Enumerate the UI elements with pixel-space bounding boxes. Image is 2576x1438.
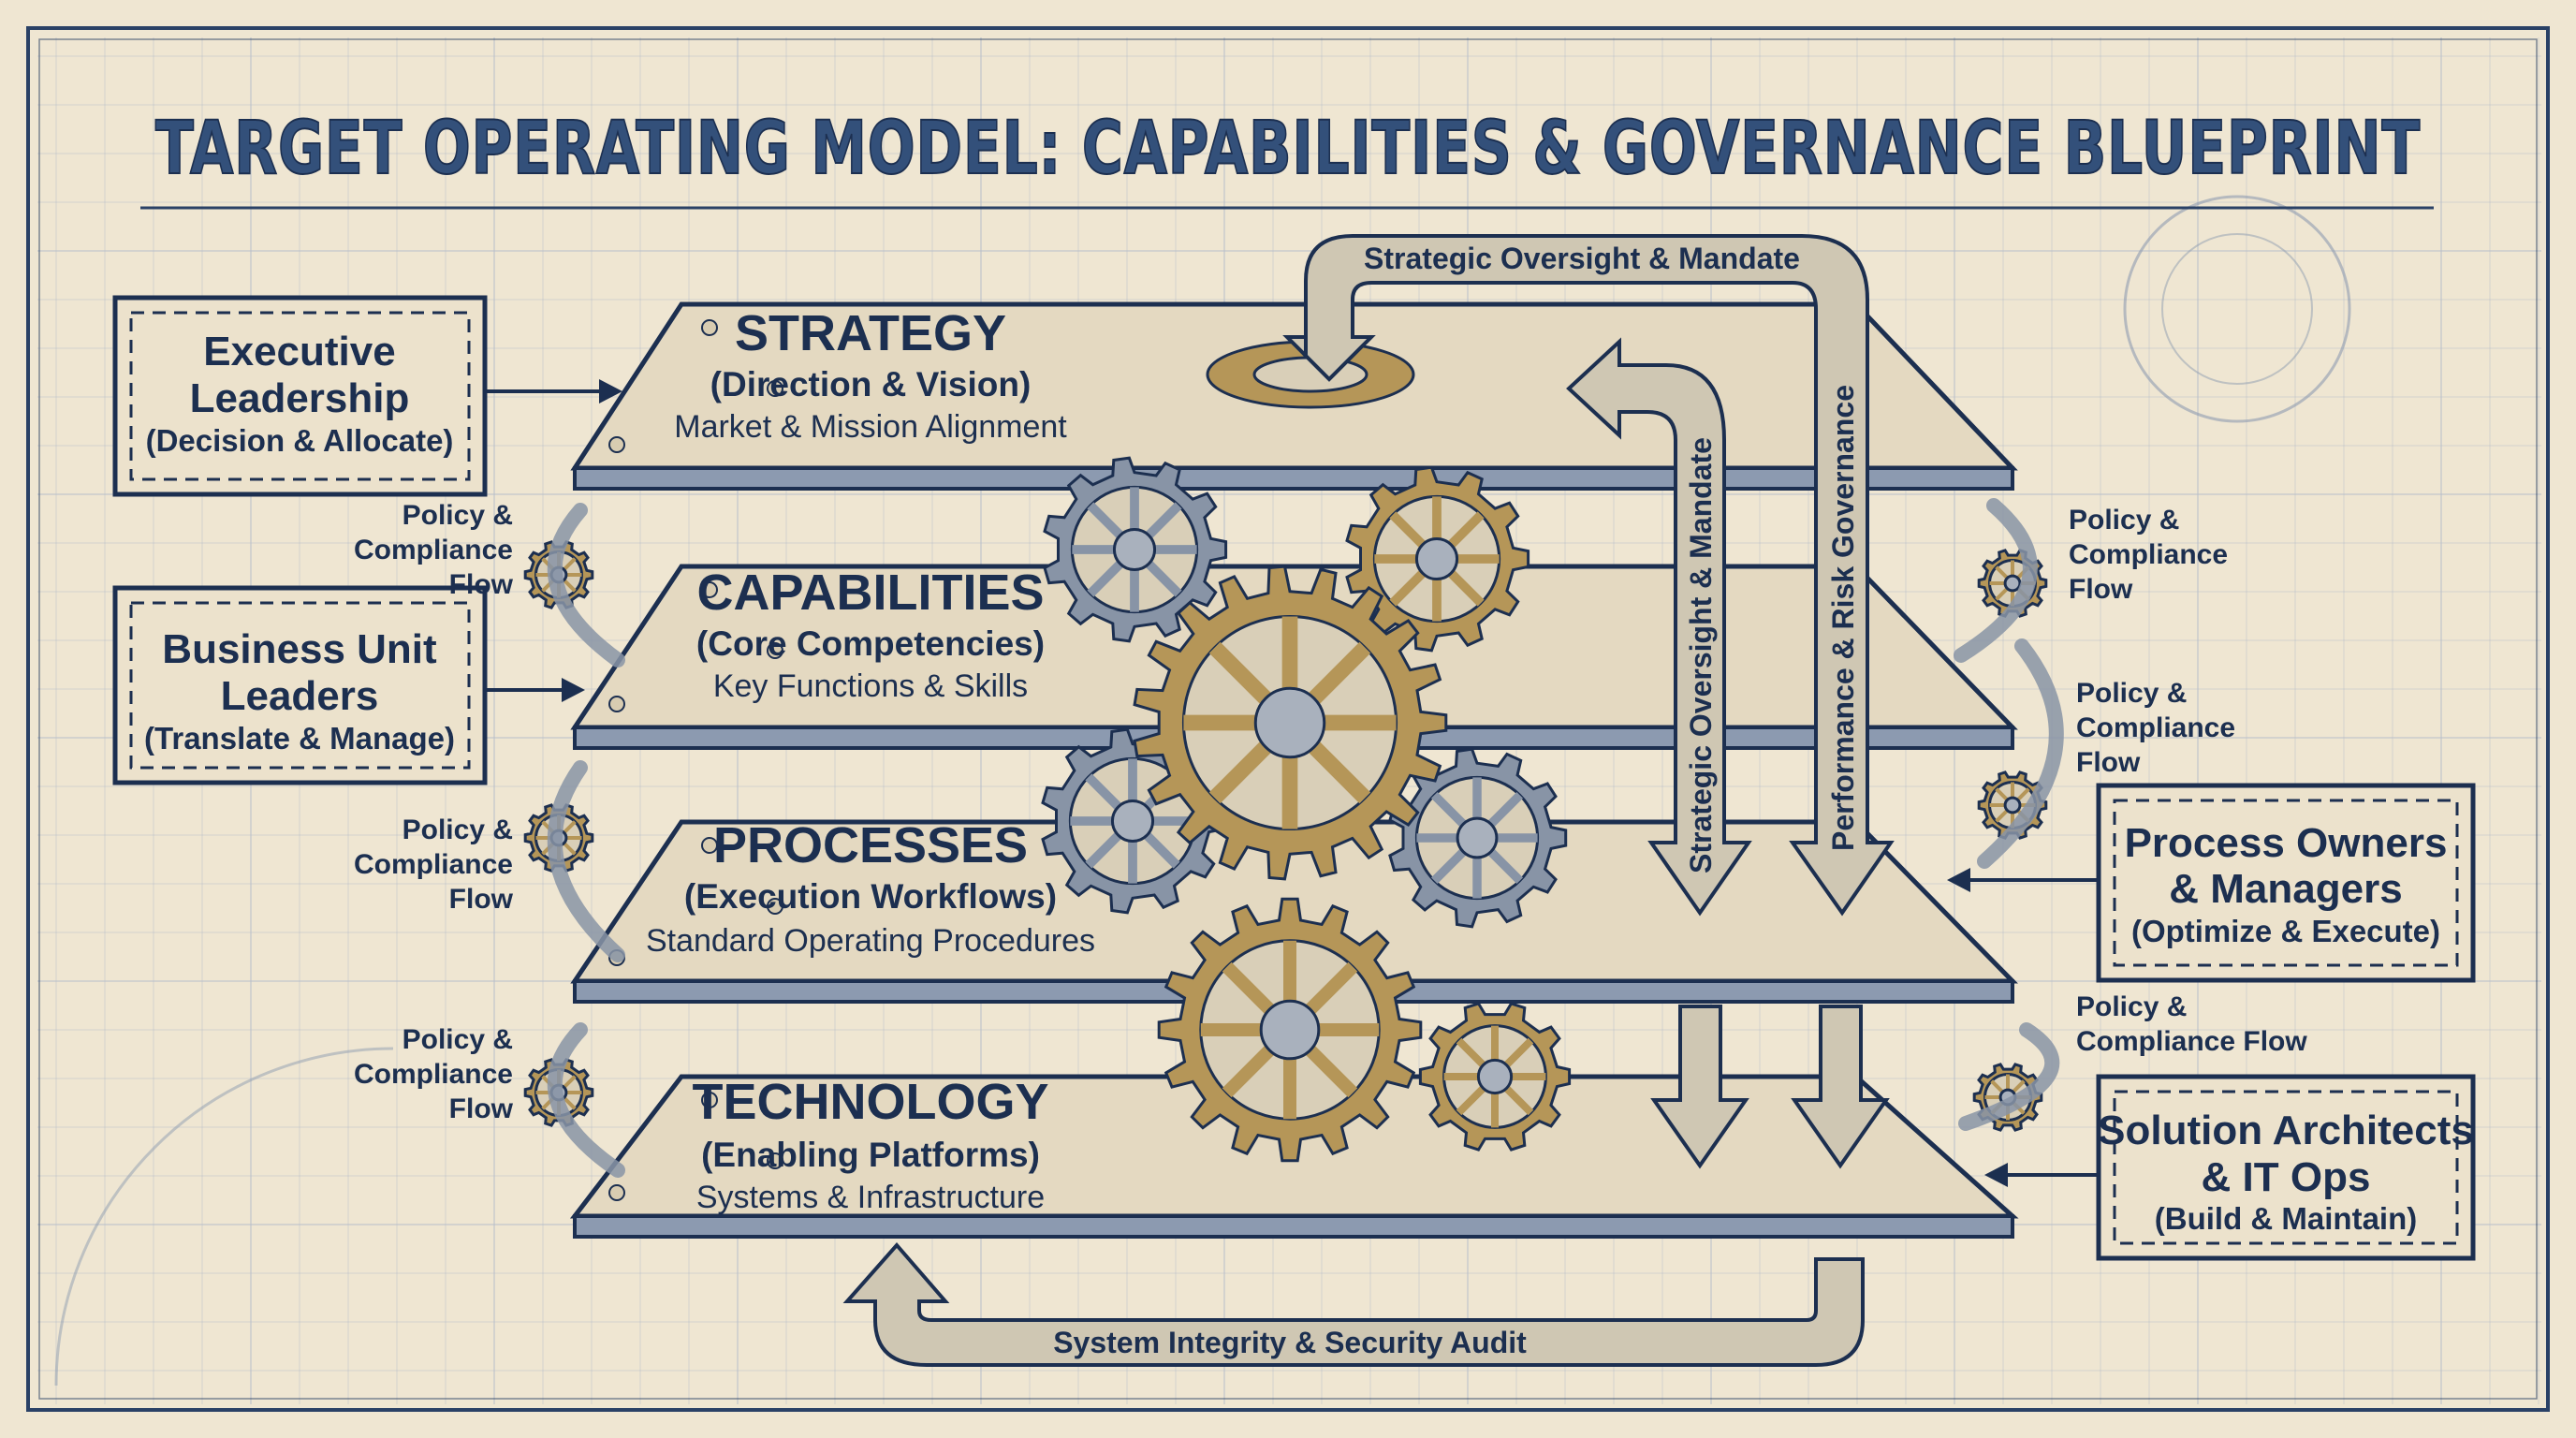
role-subtitle: (Optimize & Execute)	[2131, 914, 2440, 948]
outer-frame	[26, 26, 2550, 1412]
curved-arrow-icon	[547, 503, 625, 668]
arrowhead-icon	[1947, 868, 1970, 892]
role-process-owners: Process Owners & Managers (Optimize & Ex…	[1947, 783, 2476, 983]
curved-arrow-icon	[1958, 1022, 2060, 1131]
governance-arrows: Strategic Oversight & Mandate Strategic …	[842, 234, 1895, 1367]
layer-subtitle: (Enabling Platforms)	[701, 1136, 1040, 1174]
role-business-unit: Business Unit Leaders (Translate & Manag…	[112, 585, 585, 785]
role-title: Process Owners	[2125, 820, 2448, 866]
rivet-icon	[767, 898, 783, 915]
down-arrow-right	[1791, 1005, 1890, 1169]
layer-description: Market & Mission Alignment	[674, 409, 1067, 445]
role-title: Business Unit	[162, 626, 437, 672]
compass-circle-decor	[2123, 195, 2351, 423]
rivet-icon	[701, 837, 718, 854]
layer-title: PROCESSES	[713, 817, 1028, 873]
curved-arrow-icon	[1954, 498, 2038, 663]
rivet-icon	[608, 1184, 625, 1201]
inner-frame	[38, 38, 2538, 1400]
role-subtitle: (Build & Maintain)	[2155, 1201, 2417, 1236]
policy-flow-curved-arrows	[547, 498, 2064, 1178]
role-solution-architects: Solution Architects & IT Ops (Build & Ma…	[1984, 1074, 2476, 1261]
rivet-icon	[767, 642, 783, 659]
gear-icon	[1157, 897, 1423, 1163]
role-title: & Managers	[2169, 866, 2402, 912]
role-title: Leaders	[221, 673, 379, 719]
rivet-icon	[701, 319, 718, 336]
layer-description: Standard Operating Procedures	[646, 923, 1095, 959]
gear-icon	[1345, 465, 1530, 653]
policy-flow-label: Policy &Compliance Flow	[2076, 991, 2307, 1057]
layer-description: Key Functions & Skills	[713, 668, 1028, 704]
strategic-oversight-vertical-arrow	[1566, 337, 1752, 917]
page-title: TARGET OPERATING MODEL: CAPABILITIES & G…	[155, 107, 2421, 191]
gear-icon	[1388, 747, 1568, 929]
rivet-icon	[608, 696, 625, 712]
curved-arrow-icon	[547, 1022, 625, 1178]
vertical-left-label: Strategic Oversight & Mandate	[1684, 437, 1718, 873]
role-title: Leadership	[190, 375, 410, 421]
layer-edge	[573, 466, 2014, 491]
rivet-icon	[608, 436, 625, 453]
rivet-icon	[767, 380, 783, 397]
gear-icon	[1133, 565, 1448, 881]
role-title: Executive	[203, 329, 395, 374]
rivet-icon	[701, 1092, 718, 1108]
layer-subtitle: (Core Competencies)	[696, 624, 1045, 663]
role-executive: Executive Leadership (Decision & Allocat…	[112, 295, 622, 497]
rivet-icon	[701, 581, 718, 598]
role-subtitle: (Decision & Allocate)	[146, 423, 454, 458]
arrowhead-icon	[1984, 1163, 2008, 1187]
bottom-arc-arrow	[842, 1241, 1865, 1367]
arrowhead-icon	[599, 379, 622, 404]
arrowhead-icon	[562, 678, 585, 702]
rivet-icon	[767, 1152, 783, 1169]
layer-subtitle: (Direction & Vision)	[710, 365, 1032, 404]
layer-title: CAPABILITIES	[696, 565, 1044, 621]
role-title: Solution Architects	[2098, 1108, 2474, 1153]
down-arrow-left	[1650, 1005, 1749, 1169]
layer-description: Systems & Infrastructure	[696, 1180, 1045, 1215]
role-subtitle: (Translate & Manage)	[144, 721, 455, 756]
vertical-right-label: Performance & Risk Governance	[1826, 385, 1860, 851]
gear-icon	[1043, 456, 1228, 643]
compass-circle-decor	[2161, 233, 2313, 385]
top-arc-arrow	[1282, 234, 1895, 917]
arc-decor	[54, 1047, 394, 1387]
layer-subtitle: (Execution Workflows)	[684, 877, 1057, 916]
top-arc-label: Strategic Oversight & Mandate	[1364, 242, 1800, 275]
curved-arrow-icon	[547, 760, 625, 962]
role-title: & IT Ops	[2202, 1154, 2371, 1200]
layer-edge	[573, 1214, 2014, 1239]
layer-title: STRATEGY	[735, 305, 1006, 361]
layer-title: TECHNOLOGY	[692, 1074, 1048, 1130]
curved-arrow-icon	[1977, 638, 2064, 869]
gear-icon	[1418, 1002, 1572, 1152]
bottom-arc-label: System Integrity & Security Audit	[1053, 1326, 1527, 1359]
